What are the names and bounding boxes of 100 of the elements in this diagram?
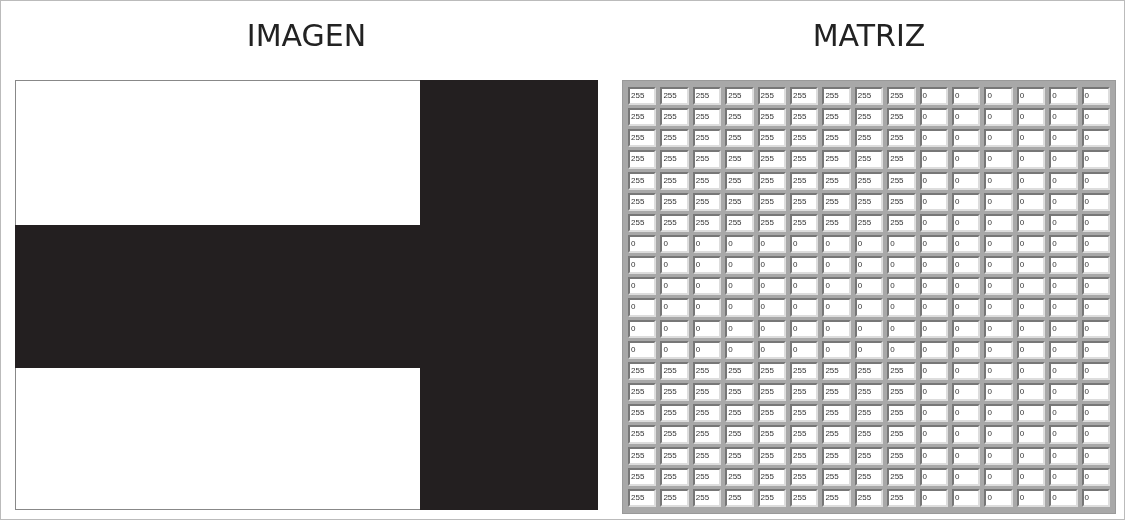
matrix-value-field: 0 <box>660 340 689 359</box>
matrix-value-field: 255 <box>822 129 851 148</box>
matrix-value-field: 0 <box>822 235 851 254</box>
matrix-value-field: 255 <box>725 150 754 169</box>
matrix-value-field: 0 <box>1016 319 1046 338</box>
matrix-value-field: 255 <box>757 404 786 423</box>
matrix-value-field: 255 <box>790 150 819 169</box>
matrix-value-field: 0 <box>628 277 657 296</box>
matrix-value-field: 255 <box>887 192 916 211</box>
matrix-value-field: 255 <box>692 488 722 507</box>
matrix-value-field: 255 <box>790 171 819 190</box>
matrix-value-field: 255 <box>628 488 657 507</box>
matrix-value-field: 255 <box>692 192 722 211</box>
matrix-value-field: 0 <box>1016 446 1046 465</box>
matrix-value-field: 0 <box>1016 488 1046 507</box>
matrix-value-field: 255 <box>660 425 689 444</box>
matrix-value-field: 0 <box>919 171 948 190</box>
matrix-value-field: 255 <box>790 446 819 465</box>
matrix-value-field: 0 <box>1049 488 1078 507</box>
matrix-value-field: 255 <box>790 383 819 402</box>
matrix-value-field: 0 <box>952 277 981 296</box>
matrix-value-field: 255 <box>854 383 884 402</box>
matrix-value-field: 255 <box>725 425 754 444</box>
matrix-value-field: 255 <box>660 150 689 169</box>
matrix-value-field: 0 <box>887 277 916 296</box>
matrix-value-field: 0 <box>628 256 657 275</box>
matrix-value-field: 0 <box>1016 150 1046 169</box>
matrix-value-field: 0 <box>1049 277 1078 296</box>
matrix-value-field: 255 <box>725 467 754 486</box>
matrix-value-field: 255 <box>628 129 657 148</box>
matrix-value-field: 255 <box>790 108 819 127</box>
matrix-value-field: 255 <box>757 446 786 465</box>
matrix-value-field: 0 <box>919 213 948 233</box>
matrix-value-field: 0 <box>1049 129 1078 148</box>
matrix-value-field: 255 <box>854 129 884 148</box>
matrix-value-field: 255 <box>692 129 722 148</box>
matrix-value-field: 0 <box>919 192 948 211</box>
matrix-value-field: 255 <box>692 213 722 233</box>
matrix-value-field: 255 <box>660 488 689 507</box>
matrix-value-field: 0 <box>692 319 722 338</box>
matrix-value-field: 0 <box>952 319 981 338</box>
matrix-value-field: 255 <box>725 488 754 507</box>
matrix-value-field: 0 <box>725 298 754 317</box>
matrix-value-field: 255 <box>854 488 884 507</box>
matrix-value-field: 255 <box>854 467 884 486</box>
matrix-value-field: 0 <box>1049 467 1078 486</box>
matrix-value-field: 255 <box>854 150 884 169</box>
matrix-value-field: 255 <box>692 150 722 169</box>
matrix-value-field: 255 <box>628 425 657 444</box>
matrix-value-field: 0 <box>725 319 754 338</box>
matrix-value-field: 0 <box>692 340 722 359</box>
matrix-value-field: 0 <box>692 256 722 275</box>
matrix-value-field: 0 <box>1016 467 1046 486</box>
matrix-value-field: 0 <box>822 298 851 317</box>
matrix-value-field: 255 <box>725 192 754 211</box>
matrix-value-field: 0 <box>1016 87 1046 106</box>
matrix-value-field: 0 <box>919 319 948 338</box>
matrix-value-field: 0 <box>790 319 819 338</box>
matrix-value-field: 255 <box>790 361 819 381</box>
matrix-value-field: 255 <box>725 361 754 381</box>
matrix-value-field: 0 <box>1049 298 1078 317</box>
matrix-value-field: 255 <box>660 404 689 423</box>
matrix-value-field: 0 <box>1049 87 1078 106</box>
matrix-value-field: 0 <box>1049 446 1078 465</box>
matrix-value-field: 0 <box>1016 425 1046 444</box>
matrix-value-field: 255 <box>822 488 851 507</box>
matrix-value-field: 0 <box>1049 171 1078 190</box>
matrix-value-field: 0 <box>757 340 786 359</box>
matrix-value-field: 0 <box>854 319 884 338</box>
matrix-value-field: 255 <box>725 129 754 148</box>
matrix-value-field: 0 <box>1049 404 1078 423</box>
matrix-value-field: 255 <box>887 488 916 507</box>
matrix-value-field: 0 <box>628 235 657 254</box>
matrix-value-field: 255 <box>887 446 916 465</box>
matrix-value-field: 0 <box>984 425 1013 444</box>
matrix-value-field: 0 <box>984 361 1013 381</box>
matrix-value-field: 0 <box>919 87 948 106</box>
matrix-value-field: 0 <box>1016 404 1046 423</box>
matrix-value-field: 0 <box>952 446 981 465</box>
matrix-value-field: 0 <box>984 87 1013 106</box>
matrix-value-field: 255 <box>757 361 786 381</box>
matrix-value-field: 0 <box>1049 340 1078 359</box>
matrix-value-field: 0 <box>1049 150 1078 169</box>
matrix-value-field: 255 <box>628 192 657 211</box>
matrix-value-field: 0 <box>628 340 657 359</box>
matrix-value-field: 0 <box>822 277 851 296</box>
matrix-value-field: 255 <box>887 361 916 381</box>
matrix-value-field: 255 <box>660 87 689 106</box>
matrix-value-field: 0 <box>952 171 981 190</box>
matrix-value-field: 0 <box>757 319 786 338</box>
matrix-value-field: 255 <box>854 171 884 190</box>
matrix-value-field: 0 <box>984 171 1013 190</box>
matrix-value-field: 0 <box>952 129 981 148</box>
matrix-value-field: 255 <box>887 425 916 444</box>
matrix-value-field: 0 <box>1081 235 1110 254</box>
matrix-value-field: 255 <box>692 383 722 402</box>
matrix-value-field: 255 <box>725 87 754 106</box>
matrix-value-field: 255 <box>822 192 851 211</box>
matrix-value-field: 255 <box>757 467 786 486</box>
matrix-value-field: 255 <box>628 467 657 486</box>
